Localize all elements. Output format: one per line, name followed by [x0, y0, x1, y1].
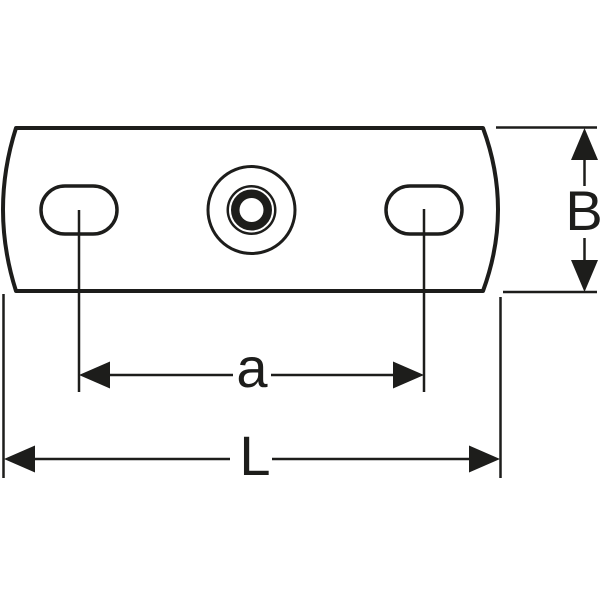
- center-bore-hole: [239, 198, 264, 222]
- dim-a-label: a: [236, 336, 268, 399]
- dimension-B: B: [496, 126, 600, 294]
- dimension-a: a: [77, 209, 426, 399]
- dim-a-right-arrowhead-icon: [393, 361, 424, 389]
- dim-L-left-arrowhead-icon: [4, 445, 35, 473]
- center-bushing-highlight-ring: [229, 187, 274, 233]
- dim-L-right-arrowhead-icon: [469, 445, 500, 473]
- dim-a-left-arrowhead-icon: [79, 361, 110, 389]
- dim-B-down-arrowhead-icon: [571, 260, 598, 292]
- dim-B-label: B: [565, 179, 600, 242]
- dim-B-up-arrowhead-icon: [571, 128, 598, 160]
- dimension-L: L: [2, 294, 502, 487]
- dim-L-label: L: [239, 424, 270, 487]
